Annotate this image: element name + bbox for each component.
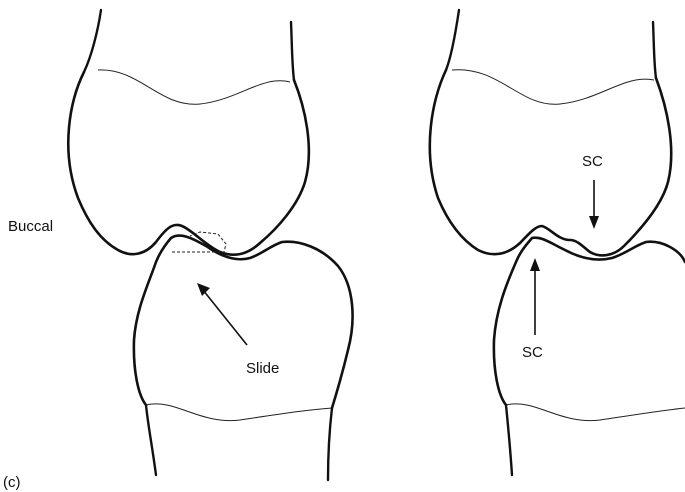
buccal-label: Buccal (8, 218, 53, 235)
upper-sc-arrow (589, 180, 599, 229)
right-lower-cej-line (506, 404, 685, 421)
right-upper-tooth (430, 10, 671, 255)
lower-sc-arrow (530, 258, 540, 335)
right-upper-cej-line (452, 70, 654, 105)
slide-arrow (197, 283, 247, 345)
left-tooth-pair (68, 10, 352, 480)
left-lower-root-right (328, 408, 332, 480)
right-upper-root-left (446, 10, 459, 70)
left-lower-crown-outline (134, 236, 353, 408)
sc-upper-label: SC (582, 153, 603, 170)
left-upper-cej-line (98, 70, 290, 104)
left-lower-tooth (134, 236, 353, 480)
left-upper-crown-outline (68, 72, 309, 255)
right-tooth-pair (430, 10, 685, 475)
left-lower-cej-line (146, 404, 332, 421)
left-upper-root-right (291, 22, 294, 80)
right-lower-root-left (506, 405, 512, 475)
left-upper-tooth (68, 10, 309, 255)
left-lower-root-left (146, 405, 156, 475)
right-lower-crown-outline (494, 238, 685, 405)
left-upper-root-left (84, 10, 101, 72)
sc-lower-label: SC (522, 344, 543, 361)
slide-label: Slide (246, 360, 279, 377)
right-upper-root-right (653, 22, 656, 78)
panel-label: (c) (3, 474, 21, 491)
right-upper-crown-outline (430, 70, 671, 255)
